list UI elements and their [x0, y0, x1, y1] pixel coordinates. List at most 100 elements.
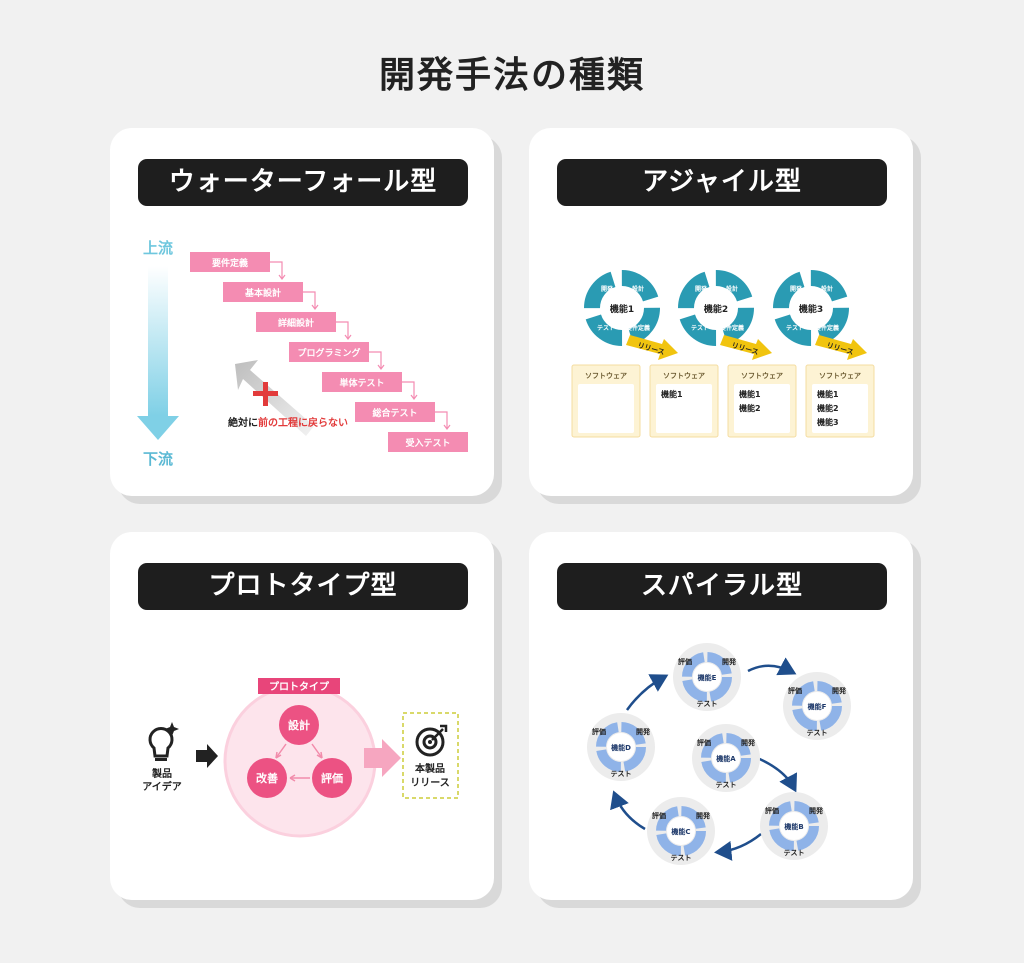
- spiral-evaluate-label: 評価: [652, 811, 666, 820]
- release-line2: リリース: [410, 777, 450, 789]
- downstream-label: 下流: [143, 450, 173, 468]
- improve-label: 改善: [256, 771, 278, 785]
- waterfall-step: 要件定義: [190, 252, 270, 272]
- waterfall-card: ウォーターフォール型 上流 下流 要件定義基本設計詳細設計プログラミング単体テス…: [110, 128, 494, 496]
- step-connector: [303, 291, 316, 308]
- software-label: ソフトウェア: [741, 371, 783, 380]
- idea-line1: 製品: [151, 767, 172, 780]
- cycle-label-design: 設計: [632, 285, 644, 293]
- step-connector: [270, 261, 283, 278]
- spiral-develop-label: 開発: [741, 738, 756, 747]
- lightbulb-icon: [148, 722, 179, 761]
- waterfall-step-label: 要件定義: [212, 257, 248, 269]
- waterfall-step-label: 総合テスト: [372, 407, 417, 419]
- software-item: 機能2: [739, 403, 761, 413]
- waterfall-step: プログラミング: [289, 342, 369, 362]
- spiral-node: 機能A評価開発テスト: [692, 724, 760, 792]
- spiral-evaluate-label: 評価: [592, 727, 606, 736]
- cycle-feature-label: 機能2: [704, 303, 728, 315]
- spiral-evaluate-label: 評価: [788, 686, 802, 695]
- prototype-tag: [258, 678, 340, 694]
- step-connector: [402, 381, 415, 398]
- note-prefix: 絶対に: [228, 416, 258, 429]
- cycle-label-design: 設計: [726, 285, 738, 293]
- software-item: 機能1: [739, 389, 761, 399]
- software-box: ソフトウェア: [571, 364, 641, 438]
- cycle-label-develop: 開発: [601, 285, 614, 293]
- spiral-node-label: 機能B: [784, 822, 803, 831]
- no-return-arrow: [235, 360, 314, 436]
- agile-cycle: 機能3開発設計テスト要件定義: [773, 270, 849, 346]
- waterfall-step-label: 詳細設計: [278, 317, 314, 329]
- release-arrow: リリース: [626, 335, 678, 360]
- spiral-test-label: テスト: [716, 781, 737, 789]
- release-arrow: リリース: [815, 335, 867, 360]
- step-connector: [369, 351, 382, 368]
- upstream-label: 上流: [143, 239, 173, 257]
- improve-node: [247, 758, 287, 798]
- prototype-diagram: 製品 アイデア プロトタイプ 設計 改善 評価 本製品 リリース: [142, 678, 459, 838]
- spiral-node-label: 機能C: [671, 827, 690, 836]
- step-connector: [435, 411, 448, 428]
- spiral-test-label: テスト: [784, 849, 805, 857]
- arrow-right-icon: [196, 744, 218, 768]
- waterfall-step: 基本設計: [223, 282, 303, 302]
- cycle-label-test: テスト: [786, 325, 804, 332]
- evaluate-label: 評価: [321, 771, 343, 785]
- spiral-node-label: 機能F: [808, 702, 827, 711]
- software-item: 機能3: [817, 417, 839, 427]
- cycle-label-requirements: 要件定義: [720, 324, 744, 332]
- waterfall-step: 単体テスト: [322, 372, 402, 392]
- waterfall-note: 絶対に前の工程に戻らない: [228, 416, 348, 429]
- software-label: ソフトウェア: [663, 371, 705, 380]
- evaluate-node: [312, 758, 352, 798]
- cycle-feature-label: 機能3: [799, 303, 823, 315]
- page-title: 開発手法の種類: [378, 55, 645, 96]
- note-emphasis: 前の工程に戻らない: [258, 416, 348, 429]
- cycle-label-test: テスト: [597, 325, 615, 332]
- spiral-develop-label: 開発: [722, 657, 737, 666]
- design-label: 設計: [288, 718, 310, 732]
- waterfall-step: 総合テスト: [355, 402, 435, 422]
- spiral-evaluate-label: 評価: [765, 806, 779, 815]
- prototype-tag-label: プロトタイプ: [269, 680, 330, 693]
- spiral-develop-label: 開発: [832, 686, 847, 695]
- spiral-node-label: 機能A: [716, 754, 736, 763]
- waterfall-step-label: 単体テスト: [339, 377, 384, 389]
- agile-cycle: 機能2開発設計テスト要件定義: [678, 270, 754, 346]
- waterfall-heading: ウォーターフォール型: [138, 159, 468, 206]
- software-item: 機能2: [817, 403, 839, 413]
- software-label: ソフトウェア: [585, 371, 627, 380]
- cycle-label-requirements: 要件定義: [626, 324, 650, 332]
- design-node: [279, 705, 319, 745]
- spiral-test-label: テスト: [807, 729, 828, 737]
- cycle-arrows: [275, 743, 323, 782]
- target-icon: [415, 724, 448, 757]
- software-item: 機能1: [817, 389, 839, 399]
- release-arrow: [364, 739, 401, 777]
- cycle-label-test: テスト: [691, 325, 709, 332]
- spiral-node-label: 機能E: [698, 673, 717, 682]
- spiral-evaluate-label: 評価: [678, 657, 692, 666]
- step-connector: [336, 321, 349, 338]
- waterfall-step-label: プログラミング: [297, 347, 360, 359]
- release-arrow: リリース: [720, 335, 772, 360]
- waterfall-diagram: 上流 下流 要件定義基本設計詳細設計プログラミング単体テスト総合テスト受入テスト…: [137, 239, 468, 468]
- waterfall-step-label: 基本設計: [244, 287, 281, 299]
- cycle-feature-label: 機能1: [610, 303, 634, 315]
- cycle-label-design: 設計: [821, 285, 833, 293]
- spiral-node-label: 機能D: [611, 743, 631, 752]
- spiral-develop-label: 開発: [636, 727, 651, 736]
- prototype-heading: プロトタイプ型: [138, 563, 468, 610]
- cycle-label-requirements: 要件定義: [815, 324, 839, 332]
- waterfall-step: 受入テスト: [388, 432, 468, 452]
- spiral-test-label: テスト: [611, 770, 632, 778]
- waterfall-step: 詳細設計: [256, 312, 336, 332]
- spiral-develop-label: 開発: [809, 806, 824, 815]
